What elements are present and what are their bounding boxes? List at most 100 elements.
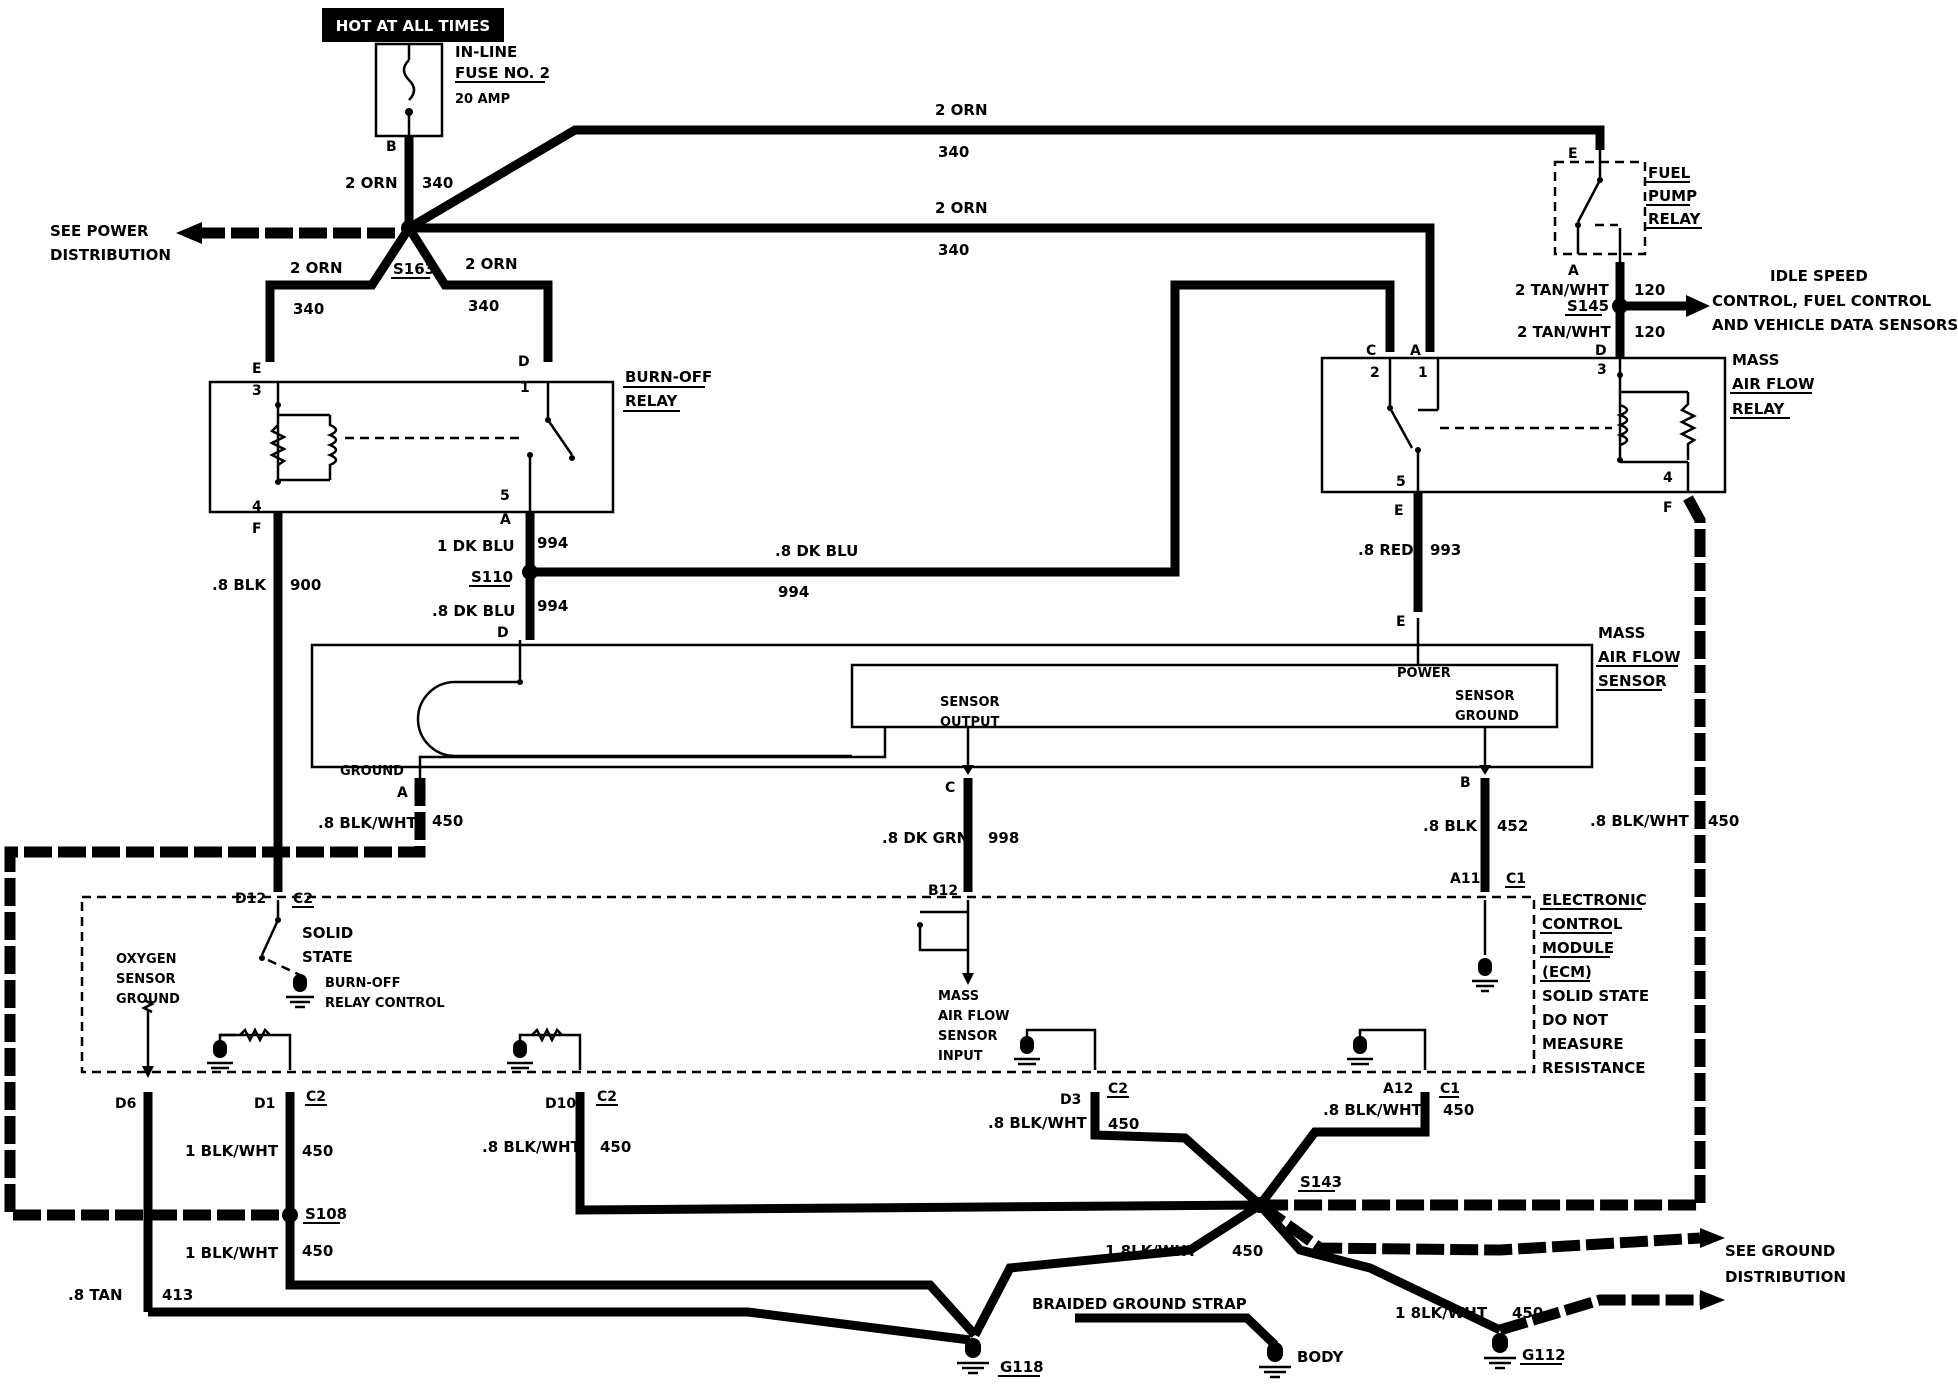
splice-s110 [522,564,538,580]
pin-c2-d3: C2 [1108,1081,1128,1097]
solid-state-label-1: SOLID [302,924,353,942]
pin-a-mafrelay: A [1410,343,1421,359]
pin-1-mafrelay: 1 [1418,365,1428,381]
fuel-pump-relay-label-1: FUEL [1648,164,1691,182]
wire-label-blk-452: .8 BLK [1423,817,1478,835]
pin-4-mafrelay: 4 [1663,470,1673,486]
mass-air-flow-relay [1320,356,1727,494]
wire-code-994-1: 994 [537,534,568,552]
electronic-control-module [80,895,1536,1078]
pin-a-mafsensor: A [397,785,408,801]
maf-input-label-1: MASS [938,989,979,1004]
see-ground-arrowhead-2 [1700,1290,1725,1310]
pin-5-burnoff: 5 [500,488,510,504]
pin-e-mafsensor: E [1396,614,1406,630]
ecm-label-3: MODULE [1542,939,1614,957]
pin-b-fuse: B [386,139,397,155]
pin-c2-d10: C2 [597,1089,617,1105]
oxy-label-2: SENSOR [116,972,176,987]
pin-d12: D12 [235,891,266,907]
maf-sensor-label-3: SENSOR [1598,672,1667,690]
pin-3-burnoff: 3 [252,383,262,399]
maf-ground-label: GROUND [340,764,404,779]
inline-fuse [374,42,444,138]
splice-s143-label: S143 [1300,1173,1342,1191]
wire-340-orn [265,125,1605,362]
splice-s163 [401,220,417,236]
wire-code-452: 452 [1497,817,1528,835]
pin-e-fuelpump: E [1568,146,1578,162]
pin-a-burnoff: A [500,512,511,528]
wire-label-dkblu-3: .8 DK BLU [775,542,858,560]
wire-label-dkgrn: .8 DK GRN [882,829,969,847]
wire-code-340-1: 340 [422,174,453,192]
wire-450-blk-wht-left-loop [4,778,426,1221]
pin-d-mafsensor: D [497,625,509,641]
wire-label-orn-left: 2 ORN [290,259,343,277]
pin-c1-a11: C1 [1506,871,1526,887]
maf-sensor-ground-1: SENSOR [1455,689,1515,704]
ecm-label-2: CONTROL [1542,915,1623,933]
maf-sensor-label-1: MASS [1598,624,1645,642]
wire-code-998: 998 [988,829,1019,847]
ecm-label-5: SOLID STATE [1542,987,1649,1005]
maf-relay-label-1: MASS [1732,351,1779,369]
wire-code-413: 413 [162,1286,193,1304]
pin-c-mafsensor: C [945,780,955,796]
maf-input-label-2: AIR FLOW [938,1009,1010,1024]
lower-ground-wires [143,1092,1701,1349]
maf-power-label: POWER [1397,666,1451,681]
wire-label-blkwht-g112: 1 8LK/WHT [1395,1304,1488,1322]
ecm-label-8: RESISTANCE [1542,1059,1645,1077]
solid-state-label-2: STATE [302,948,353,966]
pin-a11: A11 [1450,871,1480,887]
fuel-pump-relay [1553,150,1647,262]
wire-code-450-g118: 450 [1232,1242,1263,1260]
ground-body-icon [1259,1342,1291,1379]
wire-label-orn-mid: 2 ORN [935,199,988,217]
wire-code-900: 900 [290,576,321,594]
pin-d1: D1 [254,1096,275,1112]
wire-code-994-3: 994 [778,583,809,601]
splice-s108-label: S108 [305,1205,347,1223]
idle-label-2: CONTROL, FUEL CONTROL [1712,292,1932,310]
wire-code-450-maf: 450 [432,812,463,830]
pin-3-mafrelay: 3 [1597,362,1607,378]
maf-sensor-ground-2: GROUND [1455,709,1519,724]
wire-label-orn-1: 2 ORN [345,174,398,192]
pin-d10: D10 [545,1096,576,1112]
wire-label-blkwht-d3: .8 BLK/WHT [988,1114,1088,1132]
pin-e-mafrelay: E [1394,503,1404,519]
wire-994-to-maf-relay [530,280,1395,577]
maf-sensor-output-2: OUTPUT [940,715,1000,730]
wire-code-450-d3: 450 [1108,1115,1139,1133]
pin-1-burnoff: 1 [520,380,530,396]
splice-s110-label: S110 [471,568,513,586]
wire-code-450-right: 450 [1708,812,1739,830]
wire-code-450-g112: 450 [1512,1304,1543,1322]
pin-d-burnoff: D [518,354,530,370]
wire-code-993: 993 [1430,541,1461,559]
pin-5-mafrelay: 5 [1396,474,1406,490]
wire-code-994-2: 994 [537,597,568,615]
pin-d6: D6 [115,1096,136,1112]
oxy-label-3: GROUND [116,992,180,1007]
oxy-label-1: OXYGEN [116,952,176,967]
wire-label-blkwht-maf: .8 BLK/WHT [318,814,418,832]
wire-label-dkblu-2: .8 DK BLU [432,602,515,620]
burn-off-relay [208,380,615,514]
wire-code-120-1: 120 [1634,281,1665,299]
ground-g118-icon [957,1338,989,1375]
wire-code-450-d10: 450 [600,1138,631,1156]
see-power-arrowhead [176,222,202,244]
wire-code-340-left: 340 [293,300,324,318]
see-power-label-1: SEE POWER [50,222,149,240]
pin-d-mafrelay: D [1595,343,1607,359]
fuse-label-1: IN-LINE [455,43,517,61]
hot-at-all-times-label: HOT AT ALL TIMES [322,8,504,42]
wire-label-blkwht-s108: 1 BLK/WHT [185,1244,279,1262]
pin-b12: B12 [928,883,958,899]
hot-label-text: HOT AT ALL TIMES [336,17,490,35]
pin-b-mafsensor: B [1460,775,1471,791]
